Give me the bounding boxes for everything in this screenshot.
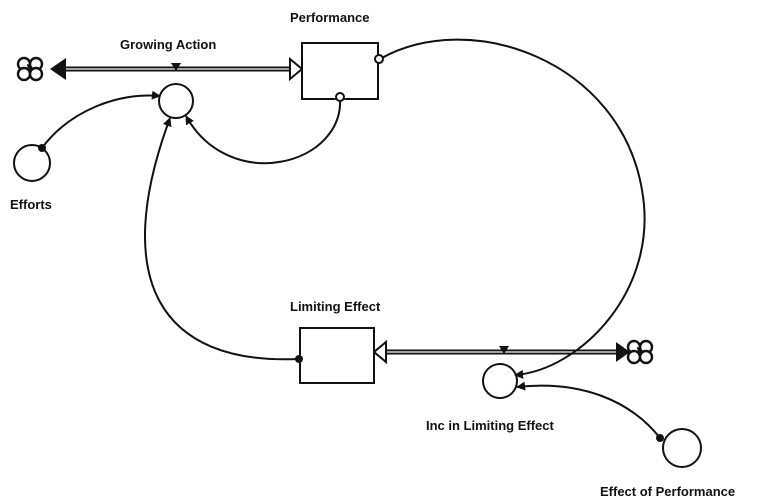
effect-of-performance-converter[interactable]	[662, 428, 702, 468]
growing-action-label: Growing Action	[120, 37, 216, 52]
link-effect-of-performance-to-inc-limiting-effect	[516, 381, 661, 439]
link-limiting-effect-to-growing-action	[143, 117, 299, 361]
link-performance-to-growing-action	[185, 96, 342, 165]
performance-stock[interactable]	[301, 42, 379, 100]
performance-lower-port	[335, 92, 345, 102]
link-efforts-to-growing-action	[41, 90, 161, 149]
inc-limiting-effect-label: Inc in Limiting Effect	[426, 418, 555, 433]
link-performance-to-inc-limiting-effect	[379, 38, 646, 379]
effect-of-performance-port	[656, 434, 664, 442]
inc-limiting-effect-valve[interactable]	[482, 346, 518, 399]
limiting-effect-label: Limiting Effect	[290, 299, 381, 314]
efforts-port	[38, 144, 46, 152]
performance-outflow-port	[374, 54, 384, 64]
efforts-label: Efforts	[10, 197, 52, 212]
sink-cloud-icon	[626, 339, 654, 365]
inc-limiting-effect-pipe	[372, 339, 630, 365]
limiting-effect-port	[295, 355, 303, 363]
performance-label: Performance	[290, 10, 369, 25]
limiting-effect-stock[interactable]	[299, 327, 375, 384]
growing-action-valve[interactable]	[158, 63, 194, 119]
source-cloud-icon	[16, 56, 44, 82]
effect-of-performance-label: Effect of Performance	[600, 484, 735, 499]
efforts-converter[interactable]	[13, 144, 51, 182]
